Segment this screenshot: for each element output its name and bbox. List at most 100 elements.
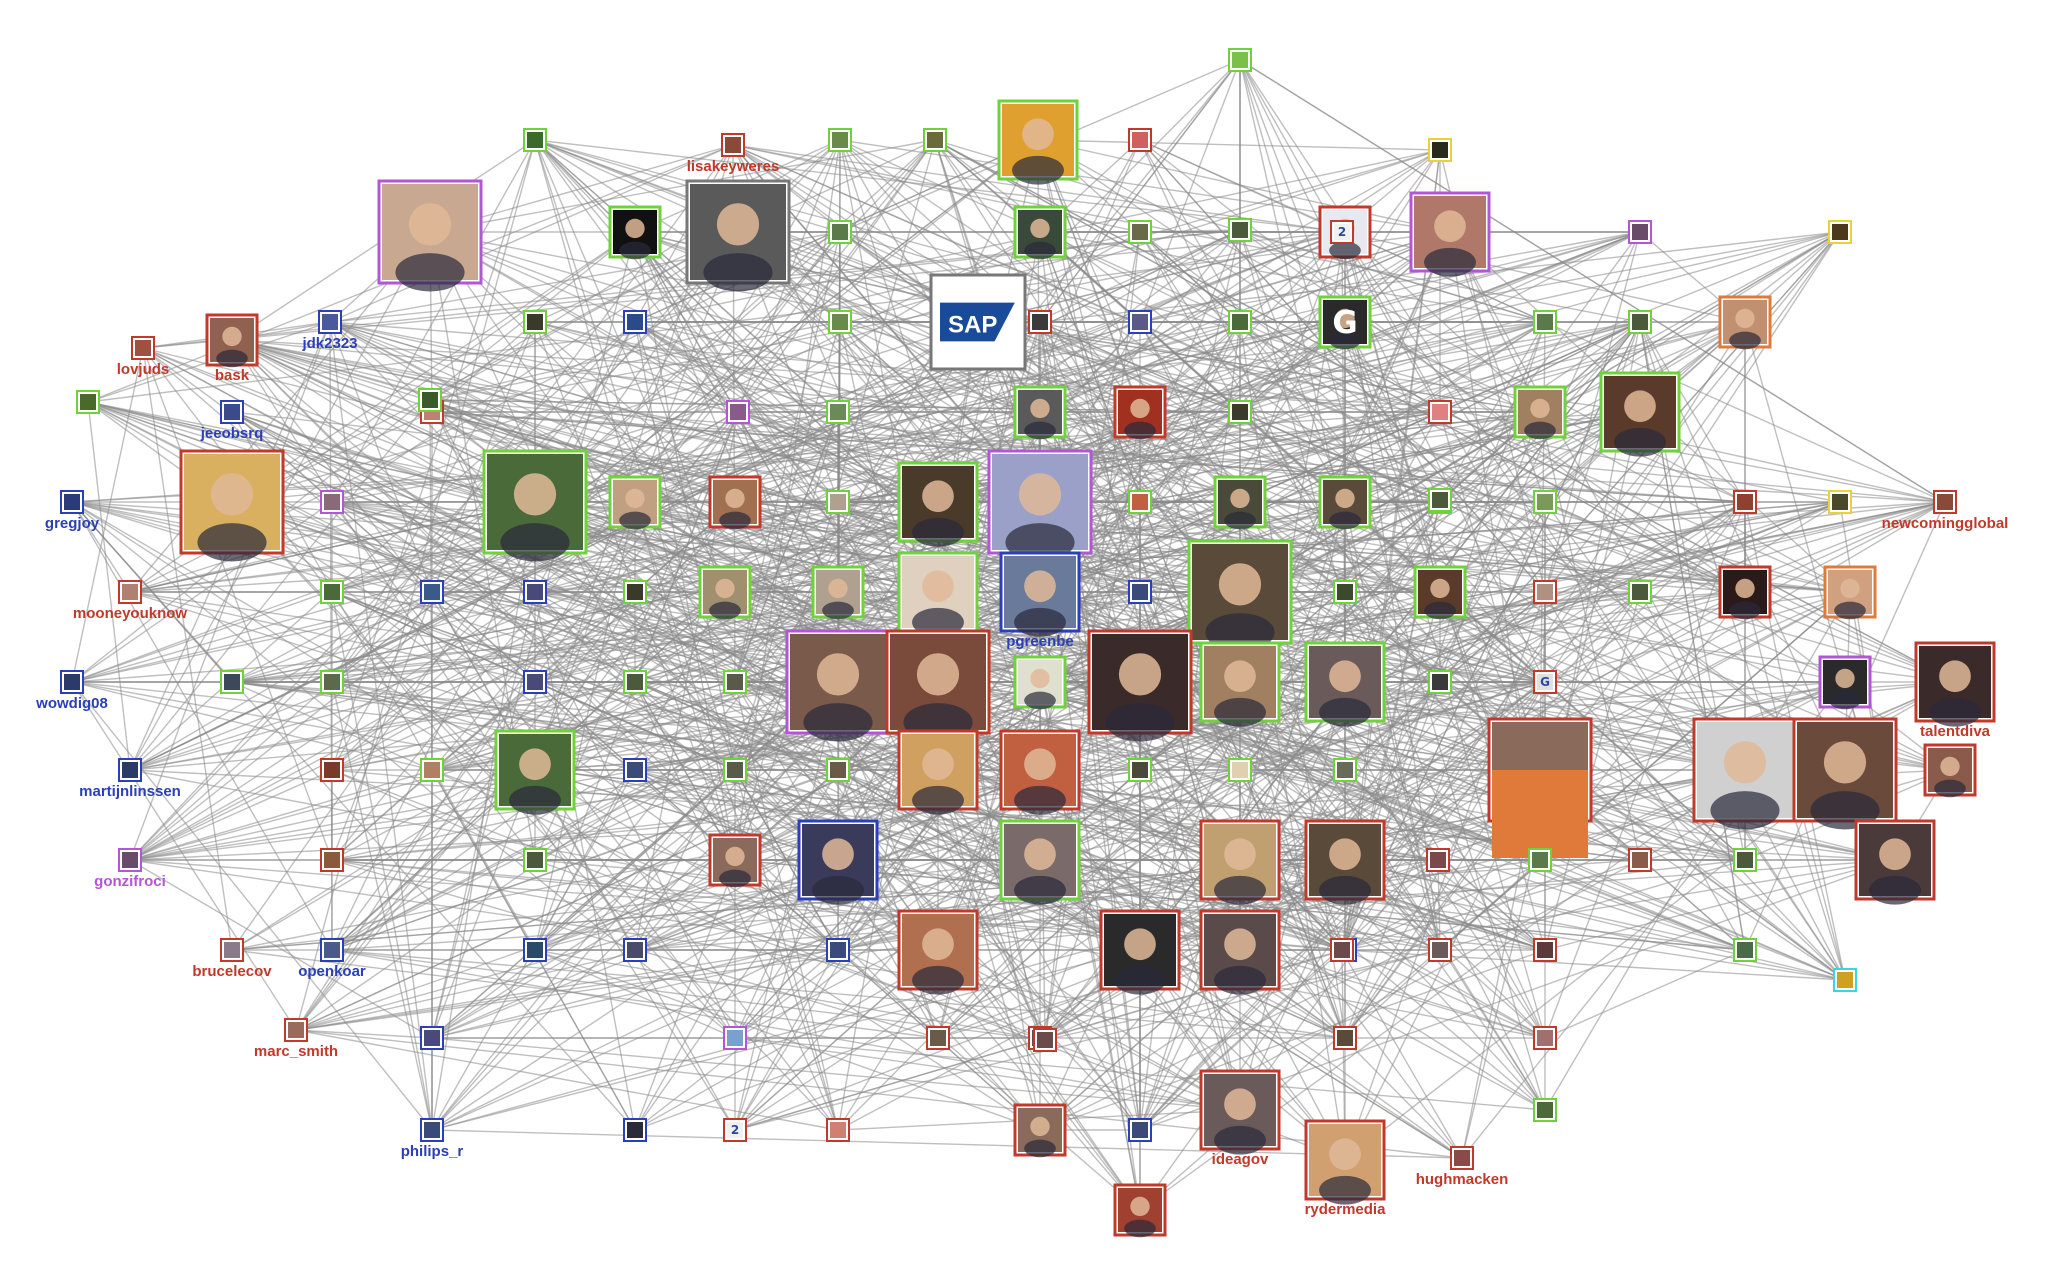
- graph-node[interactable]: [926, 1026, 950, 1050]
- graph-node[interactable]: mooneyouknow: [73, 580, 188, 622]
- graph-node[interactable]: [1087, 629, 1193, 742]
- graph-node[interactable]: [1733, 490, 1757, 514]
- graph-node[interactable]: [420, 580, 444, 604]
- graph-node[interactable]: [1426, 848, 1450, 872]
- graph-node[interactable]: [826, 758, 850, 782]
- graph-node[interactable]: pgreenbe: [999, 551, 1081, 650]
- graph-node[interactable]: [1228, 400, 1252, 424]
- graph-node[interactable]: [723, 758, 747, 782]
- graph-node[interactable]: [1599, 371, 1681, 457]
- graph-node[interactable]: [1318, 475, 1372, 530]
- graph-node[interactable]: [987, 449, 1093, 562]
- graph-node[interactable]: talentdiva: [1914, 641, 1996, 740]
- graph-node[interactable]: [320, 580, 344, 604]
- graph-node[interactable]: [1304, 641, 1386, 727]
- graph-node[interactable]: martijnlinssen: [79, 758, 181, 800]
- graph-node[interactable]: [1533, 938, 1557, 962]
- graph-node[interactable]: [320, 670, 344, 694]
- graph-node[interactable]: [828, 220, 852, 244]
- graph-node[interactable]: [1128, 128, 1152, 152]
- graph-node[interactable]: [1213, 475, 1267, 530]
- graph-node[interactable]: [1228, 758, 1252, 782]
- graph-node[interactable]: [1792, 717, 1898, 830]
- graph-node[interactable]: [420, 1026, 444, 1050]
- graph-node[interactable]: [1823, 565, 1877, 620]
- graph-node[interactable]: [320, 490, 344, 514]
- graph-node[interactable]: [1533, 310, 1557, 334]
- graph-node[interactable]: [997, 99, 1079, 185]
- graph-node[interactable]: [1028, 310, 1052, 334]
- graph-node[interactable]: [885, 629, 991, 742]
- graph-node[interactable]: [1428, 670, 1452, 694]
- graph-node[interactable]: [1533, 490, 1557, 514]
- graph-node[interactable]: [1113, 1183, 1167, 1238]
- graph-node[interactable]: [685, 179, 791, 292]
- graph-node[interactable]: [76, 390, 100, 414]
- graph-node[interactable]: [1628, 848, 1652, 872]
- graph-node[interactable]: [923, 128, 947, 152]
- graph-node[interactable]: bask: [205, 313, 259, 384]
- graph-node[interactable]: [826, 490, 850, 514]
- graph-node[interactable]: G: [1318, 295, 1372, 350]
- graph-node[interactable]: [1854, 819, 1936, 905]
- graph-node[interactable]: [1718, 565, 1772, 620]
- graph-node[interactable]: [608, 205, 662, 260]
- graph-node[interactable]: [1333, 758, 1357, 782]
- graph-node[interactable]: [1733, 848, 1757, 872]
- graph-node[interactable]: jeeobsrq: [200, 400, 264, 442]
- graph-node[interactable]: [1628, 310, 1652, 334]
- graph-node[interactable]: [1628, 220, 1652, 244]
- graph-node[interactable]: [1128, 580, 1152, 604]
- graph-node[interactable]: hughmacken: [1416, 1146, 1509, 1188]
- graph-node[interactable]: [608, 475, 662, 530]
- graph-node[interactable]: jdk2323: [301, 310, 358, 352]
- graph-node[interactable]: [1428, 138, 1452, 162]
- graph-node[interactable]: [179, 449, 285, 562]
- graph-node[interactable]: [1128, 490, 1152, 514]
- graph-node[interactable]: lisakeyweres: [687, 133, 780, 175]
- graph-node[interactable]: [1128, 1118, 1152, 1142]
- graph-node[interactable]: [826, 938, 850, 962]
- graph-node[interactable]: [1428, 400, 1452, 424]
- graph-node[interactable]: lovjuds: [117, 336, 170, 378]
- graph-node[interactable]: [220, 670, 244, 694]
- graph-node[interactable]: ideagov: [1199, 1069, 1281, 1168]
- graph-node[interactable]: [1330, 938, 1354, 962]
- graph-node[interactable]: [1428, 938, 1452, 962]
- graph-node[interactable]: [1833, 968, 1857, 992]
- graph-node[interactable]: [623, 670, 647, 694]
- graph-node[interactable]: [1533, 580, 1557, 604]
- graph-node[interactable]: [797, 819, 879, 905]
- graph-node[interactable]: G: [1533, 670, 1557, 694]
- graph-node[interactable]: 2: [723, 1118, 747, 1142]
- graph-node[interactable]: [1628, 580, 1652, 604]
- graph-node[interactable]: [1528, 848, 1552, 872]
- graph-node[interactable]: [1533, 1098, 1557, 1122]
- graph-node[interactable]: [1828, 220, 1852, 244]
- graph-node[interactable]: [1113, 385, 1167, 440]
- graph-node[interactable]: [999, 819, 1081, 905]
- graph-node[interactable]: [623, 310, 647, 334]
- graph-node[interactable]: [723, 670, 747, 694]
- graph-node[interactable]: [1692, 717, 1798, 830]
- graph-node[interactable]: [1409, 191, 1491, 277]
- graph-node[interactable]: [828, 128, 852, 152]
- graph-node[interactable]: [623, 758, 647, 782]
- graph-node[interactable]: [523, 938, 547, 962]
- graph-node[interactable]: wowdig08: [35, 670, 108, 712]
- graph-node[interactable]: [1333, 580, 1357, 604]
- graph-node[interactable]: [1013, 655, 1067, 710]
- graph-node[interactable]: [897, 461, 979, 547]
- graph-node[interactable]: [1128, 758, 1152, 782]
- graph-node[interactable]: [523, 848, 547, 872]
- graph-node[interactable]: brucelecov: [192, 938, 272, 980]
- graph-node[interactable]: [1199, 909, 1281, 995]
- graph-node[interactable]: [420, 758, 444, 782]
- graph-node[interactable]: [826, 1118, 850, 1142]
- graph-node[interactable]: [1718, 295, 1772, 350]
- graph-node[interactable]: [418, 388, 442, 412]
- graph-node[interactable]: [482, 449, 588, 562]
- graph-node[interactable]: [999, 729, 1081, 815]
- graph-node[interactable]: [1013, 1103, 1067, 1158]
- graph-node[interactable]: 2: [1330, 220, 1354, 244]
